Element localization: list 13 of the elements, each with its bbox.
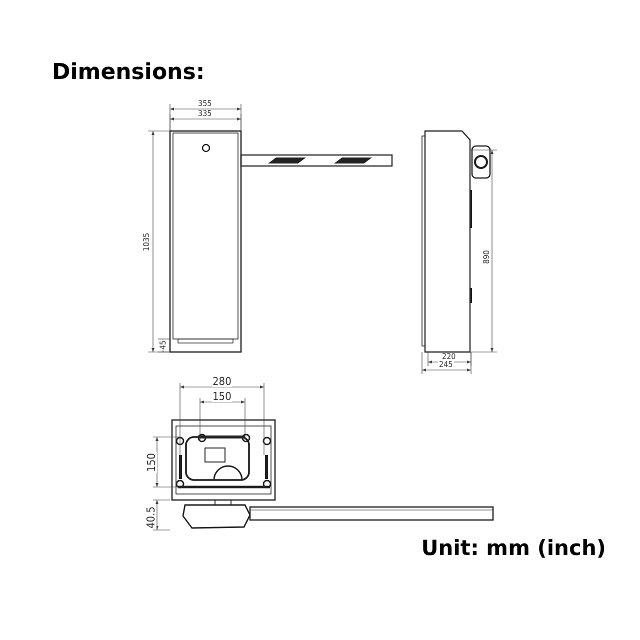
dimension-value: 245 — [438, 361, 454, 369]
unit-note: Unit: mm (inch) — [421, 538, 606, 559]
dimension-value: 355 — [197, 100, 213, 108]
dimension-value: 150 — [145, 452, 156, 472]
dimension-value: 150 — [212, 390, 232, 402]
dimension-value: 40.5 — [146, 504, 157, 530]
dimension-value: 45 — [159, 339, 168, 351]
dimension-value: 280 — [212, 376, 232, 386]
dimension-value: 335 — [197, 110, 213, 118]
dimension-value: 220 — [441, 353, 457, 361]
heading: Dimensions: — [52, 62, 205, 84]
dimension-value: 890 — [482, 249, 491, 265]
dimension-value: 1035 — [143, 232, 152, 252]
